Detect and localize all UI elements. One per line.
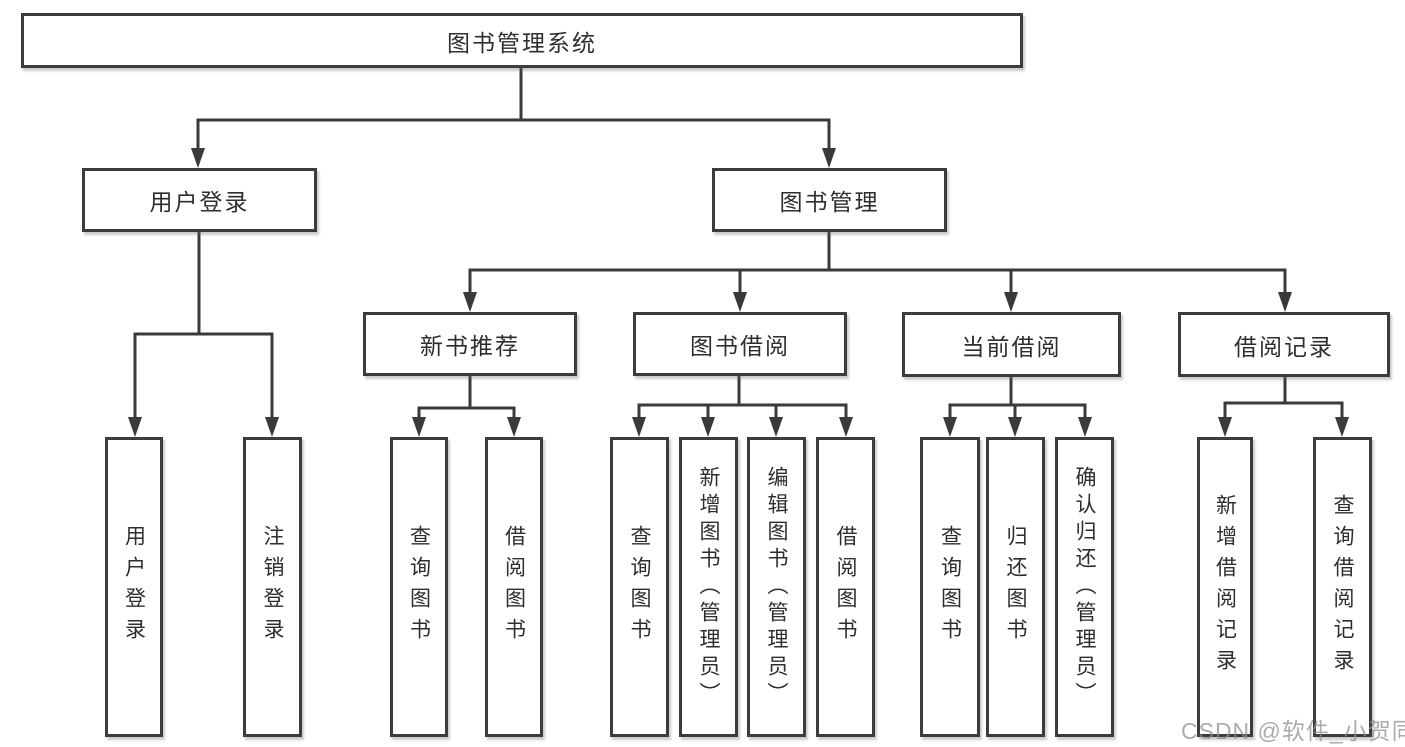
node-leaf-bb-borrow-books: 借阅图书 [816,437,875,737]
node-leaf-bb-add-books-label: 新增图书（管理员） [697,465,720,709]
node-leaf-br-add-record-label: 新增借阅记录 [1213,494,1237,680]
arrowhead-bb-borrow-books [839,417,853,437]
arrowhead-cb-query-books [943,417,957,437]
connector-root-to-level1 [196,67,831,150]
node-root: 图书管理系统 [21,13,1023,68]
arrowhead-br-add-record [1218,417,1232,437]
node-book-borrow-label: 图书借阅 [690,333,790,359]
node-leaf-bb-query-books: 查询图书 [610,437,669,737]
node-leaf-br-add-record: 新增借阅记录 [1197,437,1253,737]
node-leaf-cb-confirm-return: 确认归还（管理员） [1055,437,1114,737]
node-leaf-bb-edit-books-label: 编辑图书（管理员） [765,465,788,709]
arrowhead-rec-query-books [412,417,426,437]
node-leaf-logout-label: 注销登录 [261,525,284,649]
arrowhead-bb-edit-books [769,417,783,437]
connector-recommend-children [417,376,516,419]
arrowhead-cb-confirm-return [1078,417,1092,437]
node-leaf-bb-add-books: 新增图书（管理员） [679,437,738,737]
node-leaf-rec-borrow-books-label: 借阅图书 [502,525,526,649]
arrowhead-borrow-records [1278,292,1292,312]
arrowhead-leaf-logout [265,417,279,437]
arrowhead-cb-return-books [1008,417,1022,437]
connector-user-login-children [133,232,274,419]
node-book-borrow: 图书借阅 [633,312,847,376]
node-leaf-bb-borrow-books-label: 借阅图书 [834,525,857,649]
node-user-login: 用户登录 [82,168,317,232]
node-user-login-label: 用户登录 [149,189,250,215]
node-leaf-br-query-record-label: 查询借阅记录 [1331,494,1354,680]
node-leaf-bb-edit-books: 编辑图书（管理员） [747,437,806,737]
arrowhead-current-borrow [1004,292,1018,312]
node-leaf-cb-query-books: 查询图书 [920,437,980,737]
connector-current-borrow-children [948,377,1087,419]
arrowhead-br-query-record [1335,417,1349,437]
connector-book-borrow-children [637,376,848,419]
node-root-label: 图书管理系统 [447,29,597,56]
node-borrow-records: 借阅记录 [1178,312,1390,377]
node-leaf-rec-query-books: 查询图书 [390,437,448,737]
arrowhead-user-login [191,148,205,168]
node-current-borrow-label: 当前借阅 [961,333,1062,360]
node-leaf-cb-query-books-label: 查询图书 [938,525,962,649]
node-new-book-recommend-label: 新书推荐 [420,333,520,359]
node-borrow-records-label: 借阅记录 [1234,333,1334,360]
node-leaf-rec-borrow-books: 借阅图书 [485,437,543,737]
connector-book-management-children [468,232,1287,294]
node-book-management-label: 图书管理 [779,189,880,215]
arrowhead-leaf-user-login [128,417,142,437]
arrowhead-rec-borrow-books [507,417,521,437]
node-leaf-cb-confirm-return-label: 确认归还（管理员） [1073,465,1096,709]
node-book-management: 图书管理 [712,168,947,232]
arrowhead-book-management [822,148,836,168]
arrowhead-bb-add-books [701,417,715,437]
node-leaf-rec-query-books-label: 查询图书 [407,525,431,649]
node-leaf-br-query-record: 查询借阅记录 [1313,437,1372,737]
node-new-book-recommend: 新书推荐 [363,312,577,376]
connector-borrow-records-children [1223,377,1344,419]
arrowhead-book-borrow [733,292,747,312]
node-leaf-cb-return-books-label: 归还图书 [1004,525,1027,649]
csdn-watermark: CSDN @软件_小贺同学 [1181,718,1405,744]
arrowhead-bb-query-books [632,417,646,437]
node-leaf-logout: 注销登录 [243,437,302,737]
node-leaf-cb-return-books: 归还图书 [986,437,1045,737]
node-leaf-user-login-label: 用户登录 [122,525,146,649]
node-leaf-user-login: 用户登录 [105,437,163,737]
arrowhead-new-book-recommend [463,292,477,312]
node-current-borrow: 当前借阅 [902,312,1121,377]
node-leaf-bb-query-books-label: 查询图书 [628,525,651,649]
